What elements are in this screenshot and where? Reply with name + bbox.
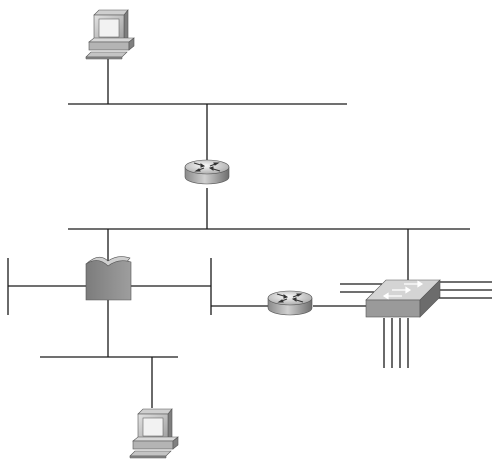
bridge-icon <box>85 256 132 301</box>
switch-port-lines <box>340 281 492 368</box>
workstation-icon-top <box>85 9 135 60</box>
router-icon-main <box>184 159 230 185</box>
router-icon-secondary <box>267 290 313 316</box>
workstation-icon-bottom <box>129 408 179 459</box>
switch-icon <box>365 279 441 318</box>
